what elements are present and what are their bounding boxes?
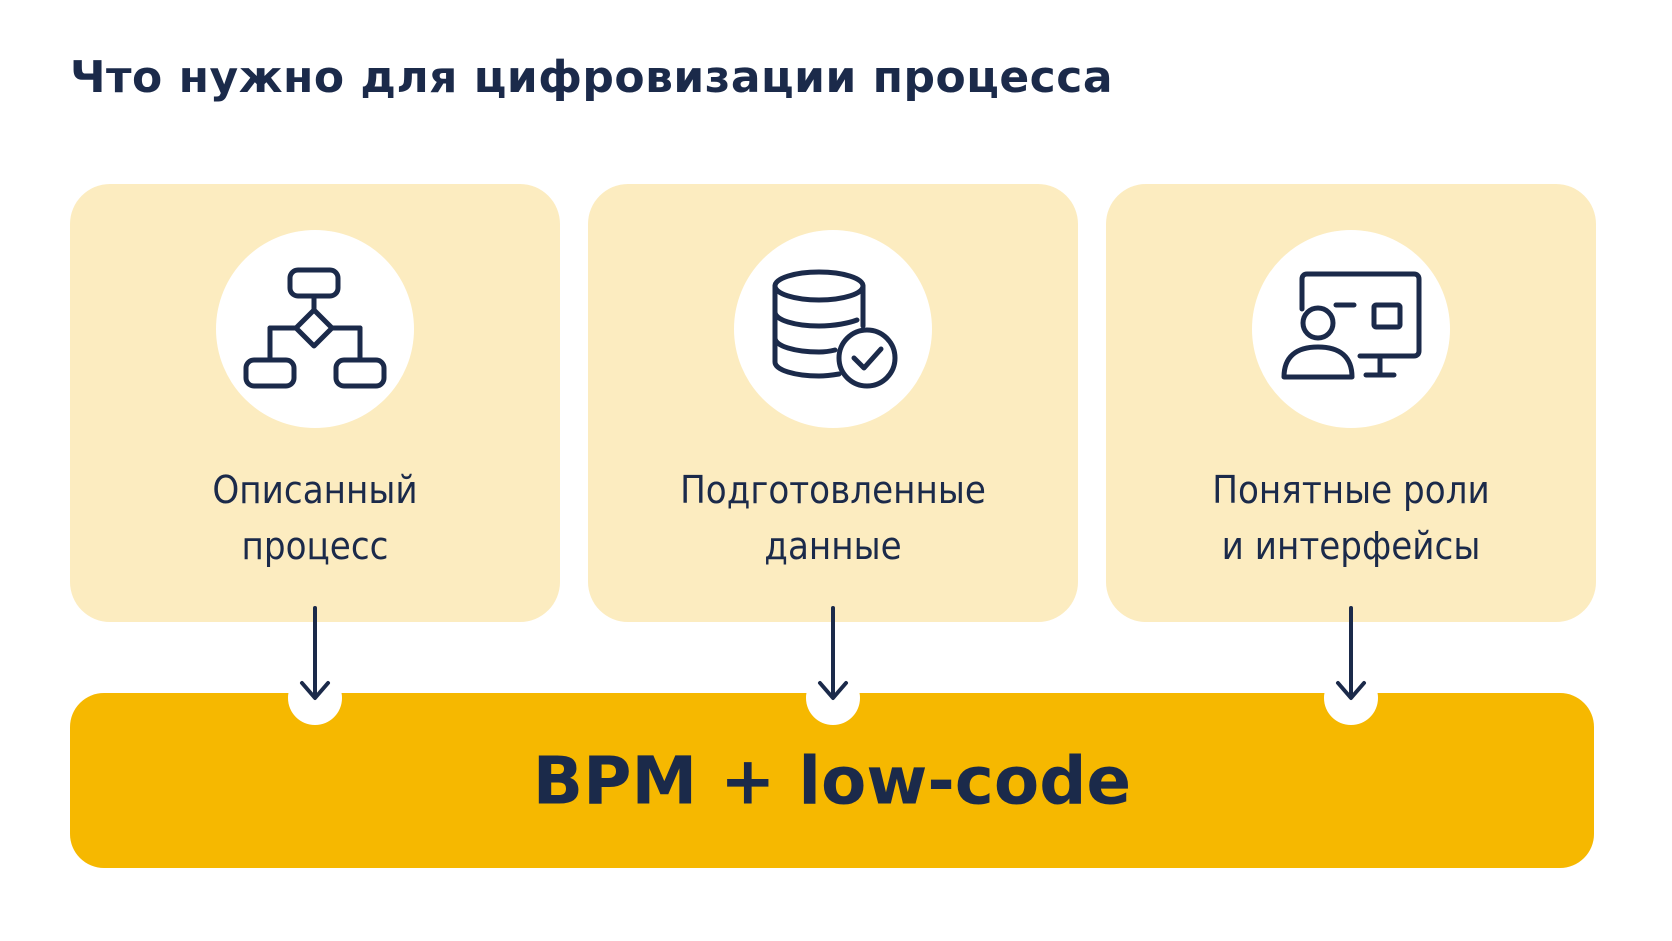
- card-label: Понятные роли и интерфейсы: [1131, 462, 1572, 574]
- card-label-line1: Понятные роли: [1212, 468, 1490, 512]
- database-check-icon: [772, 269, 898, 389]
- card-label-line2: и интерфейсы: [1221, 524, 1481, 568]
- arrow-down-icon: [300, 606, 330, 700]
- card-described-process: Описанный процесс: [70, 184, 560, 622]
- card-label-line2: данные: [764, 524, 902, 568]
- card-label: Подготовленные данные: [613, 462, 1054, 574]
- result-label: BPM + low-code: [532, 742, 1132, 819]
- page-title: Что нужно для цифровизации процесса: [70, 52, 1114, 103]
- flowchart-icon: [243, 267, 387, 389]
- icon-circle: [1252, 230, 1450, 428]
- icon-circle: [734, 230, 932, 428]
- card-roles-interfaces: Понятные роли и интерфейсы: [1106, 184, 1596, 622]
- card-label: Описанный процесс: [95, 462, 536, 574]
- bpm-lowcode-bar: BPM + low-code: [70, 671, 1594, 868]
- user-interface-icon: [1281, 271, 1422, 380]
- icon-circle: [216, 230, 414, 428]
- card-label-line2: процесс: [241, 524, 389, 568]
- card-prepared-data: Подготовленные данные: [588, 184, 1078, 622]
- arrow-down-icon: [818, 606, 848, 700]
- arrow-down-icon: [1336, 606, 1366, 700]
- card-label-line1: Подготовленные: [680, 468, 986, 512]
- card-label-line1: Описанный: [212, 468, 418, 512]
